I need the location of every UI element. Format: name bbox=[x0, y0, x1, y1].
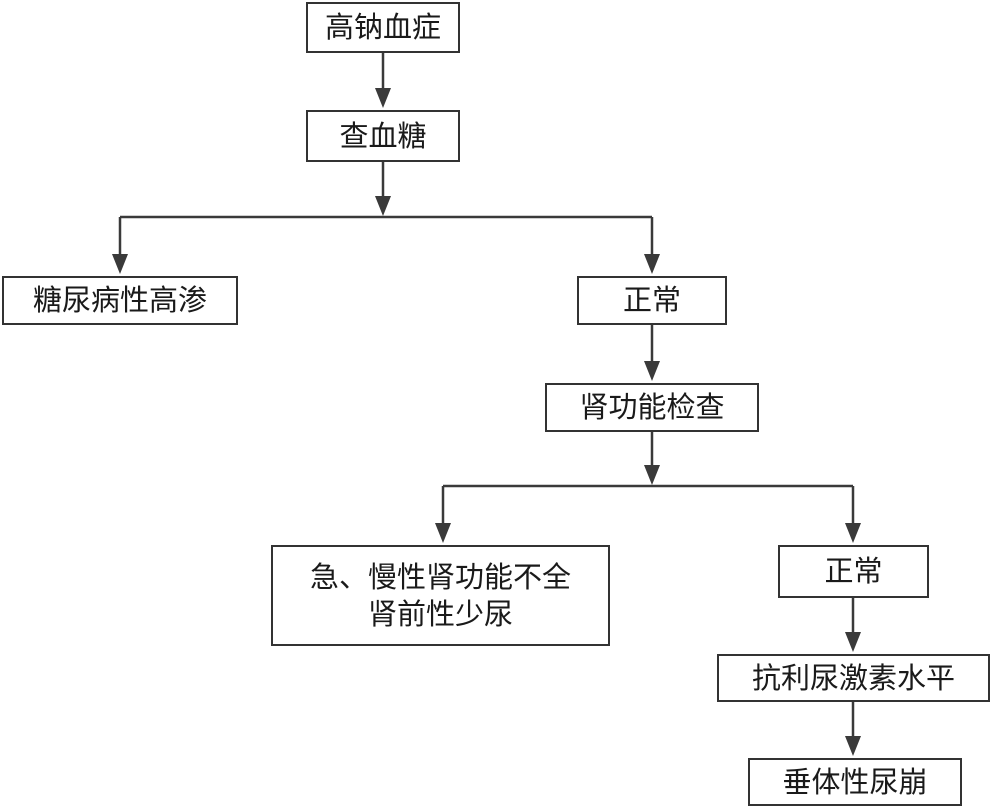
node-label: 肾功能检查 bbox=[579, 390, 725, 425]
arrowhead bbox=[435, 523, 451, 543]
node-label: 查血糖 bbox=[339, 118, 427, 153]
arrowhead bbox=[845, 523, 861, 543]
arrowhead bbox=[644, 465, 660, 485]
node-normal-1: 正常 bbox=[577, 276, 727, 325]
arrowhead bbox=[644, 361, 660, 381]
arrowhead bbox=[845, 632, 861, 652]
node-check-glucose: 查血糖 bbox=[306, 110, 460, 162]
node-label: 正常 bbox=[622, 283, 681, 318]
node-renal-insufficiency: 急、慢性肾功能不全 肾前性少尿 bbox=[271, 545, 610, 646]
arrowhead bbox=[375, 196, 391, 216]
node-label: 糖尿病性高渗 bbox=[32, 283, 207, 318]
node-label: 正常 bbox=[824, 554, 883, 589]
node-normal-2: 正常 bbox=[778, 545, 929, 598]
node-hypernatremia: 高钠血症 bbox=[306, 2, 460, 53]
arrowhead bbox=[845, 736, 861, 756]
node-renal-function-test: 肾功能检查 bbox=[545, 383, 759, 432]
node-label-line-1: 急、慢性肾功能不全 bbox=[309, 560, 571, 595]
arrowhead bbox=[112, 254, 128, 274]
arrowhead bbox=[375, 88, 391, 108]
node-label: 垂体性尿崩 bbox=[782, 764, 928, 799]
node-label: 高钠血症 bbox=[324, 10, 441, 45]
node-label: 抗利尿激素水平 bbox=[751, 660, 955, 695]
node-diabetic-hyperosmolar: 糖尿病性高渗 bbox=[2, 276, 238, 325]
node-label-line-2: 肾前性少尿 bbox=[367, 596, 513, 631]
node-adh-level: 抗利尿激素水平 bbox=[717, 654, 990, 702]
node-diabetes-insipidus: 垂体性尿崩 bbox=[748, 758, 962, 806]
arrowhead bbox=[644, 254, 660, 274]
